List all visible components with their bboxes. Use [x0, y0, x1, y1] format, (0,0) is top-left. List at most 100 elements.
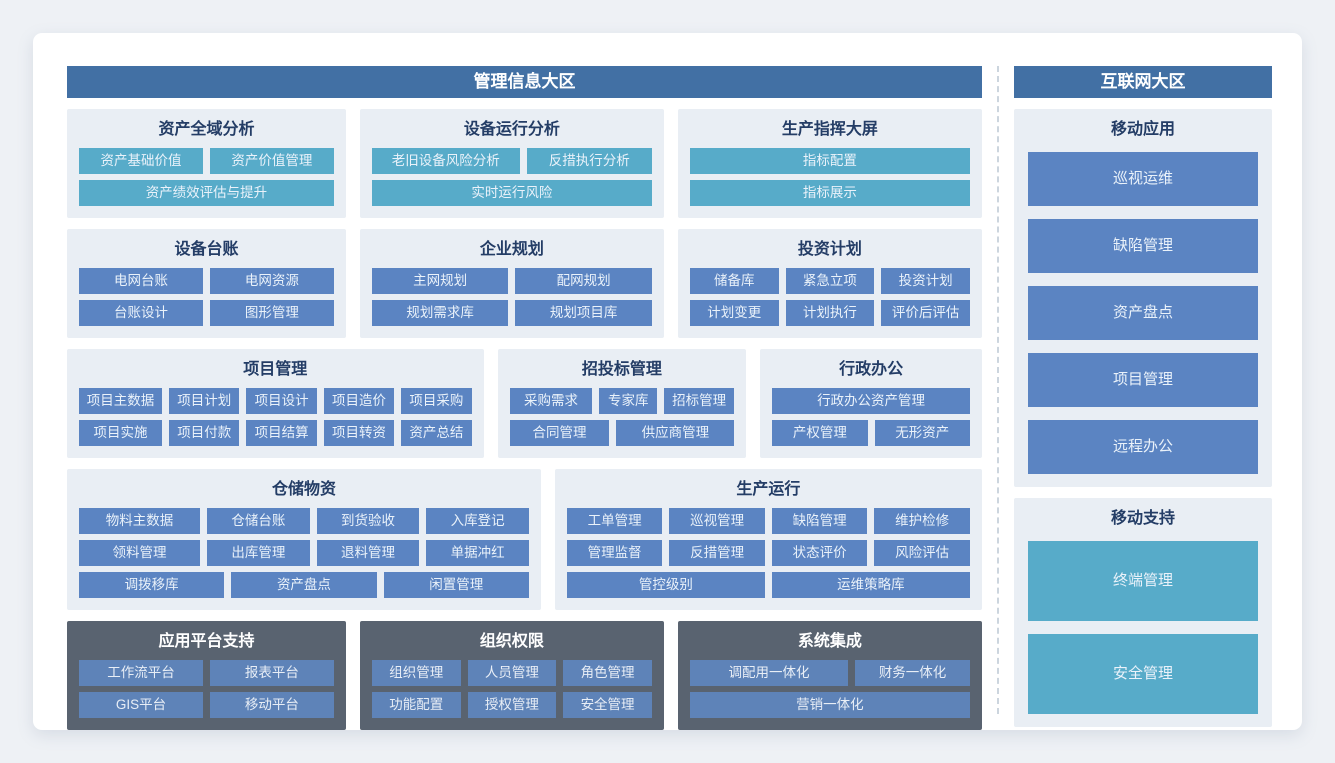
module-button[interactable]: 电网台账: [79, 268, 203, 294]
module-button[interactable]: 配网规划: [515, 268, 652, 294]
module-button[interactable]: 退料管理: [316, 540, 420, 566]
module-button[interactable]: 项目付款: [169, 420, 240, 446]
module-button[interactable]: 投资计划: [881, 268, 970, 294]
button-row: 管控级别 运维策略库: [566, 572, 970, 598]
module-button[interactable]: 维护检修: [874, 508, 970, 534]
module-button[interactable]: 资产盘点: [231, 572, 377, 598]
group-asset-global-analysis: 资产全域分析 资产基础价值 资产价值管理 资产绩效评估与提升: [67, 109, 346, 218]
button-row: 实时运行风险: [371, 180, 652, 206]
module-button[interactable]: 财务一体化: [855, 660, 970, 686]
module-button[interactable]: 移动平台: [209, 692, 334, 718]
module-button[interactable]: 项目采购: [401, 388, 472, 414]
module-button[interactable]: 产权管理: [772, 420, 868, 446]
module-button[interactable]: 工作流平台: [79, 660, 203, 686]
module-button[interactable]: 入库登记: [426, 508, 529, 534]
group-equipment-ledger: 设备台账 电网台账 电网资源 台账设计 图形管理: [67, 229, 346, 338]
module-button[interactable]: 规划项目库: [515, 300, 652, 326]
module-button[interactable]: 紧急立项: [785, 268, 875, 294]
module-button[interactable]: 状态评价: [771, 540, 868, 566]
module-button[interactable]: 主网规划: [371, 268, 509, 294]
left-row-4: 仓储物资 物料主数据 仓储台账 到货验收 入库登记 领料管理 出库管理 退料管理…: [67, 469, 982, 610]
module-button[interactable]: 项目结算: [246, 420, 317, 446]
module-button[interactable]: 出库管理: [207, 540, 310, 566]
module-button[interactable]: 安全管理: [1027, 634, 1258, 714]
zone-management-info: 管理信息大区 资产全域分析 资产基础价值 资产价值管理 资产绩效评估与提升 设备…: [67, 66, 982, 730]
module-button[interactable]: 营销一体化: [689, 692, 970, 718]
module-button[interactable]: 缺陷管理: [771, 508, 868, 534]
module-button[interactable]: 老旧设备风险分析: [371, 148, 520, 174]
module-button[interactable]: 资产绩效评估与提升: [79, 180, 334, 206]
module-button[interactable]: 供应商管理: [616, 420, 735, 446]
group-title: 招投标管理: [581, 361, 662, 378]
module-button[interactable]: 无形资产: [874, 420, 970, 446]
group-title: 设备台账: [174, 241, 239, 258]
module-button[interactable]: 远程办公: [1027, 420, 1258, 474]
module-button[interactable]: 单据冲红: [426, 540, 529, 566]
module-button[interactable]: 合同管理: [509, 420, 610, 446]
left-row-1: 资产全域分析 资产基础价值 资产价值管理 资产绩效评估与提升 设备运行分析 老旧…: [67, 109, 982, 218]
module-button[interactable]: 评价后评估: [881, 300, 970, 326]
module-button[interactable]: 闲置管理: [383, 572, 529, 598]
module-button[interactable]: 台账设计: [79, 300, 203, 326]
module-button[interactable]: 项目实施: [79, 420, 163, 446]
group-mobile-support: 移动支持 终端管理 安全管理: [1013, 498, 1272, 727]
module-button[interactable]: 电网资源: [209, 268, 334, 294]
module-button[interactable]: 终端管理: [1027, 541, 1258, 621]
group-investment-plan: 投资计划 储备库 紧急立项 投资计划 计划变更 计划执行 评价后评估: [677, 229, 982, 338]
module-button[interactable]: 物料主数据: [79, 508, 201, 534]
module-button[interactable]: 项目管理: [1027, 353, 1258, 407]
group-application-platform-support: 应用平台支持 工作流平台 报表平台 GIS平台 移动平台: [67, 621, 346, 730]
group-title: 应用平台支持: [158, 633, 255, 650]
module-button[interactable]: 领料管理: [79, 540, 201, 566]
module-button[interactable]: 资产价值管理: [209, 148, 334, 174]
module-button[interactable]: 储备库: [689, 268, 779, 294]
module-button[interactable]: 项目计划: [169, 388, 240, 414]
module-button[interactable]: 仓储台账: [207, 508, 310, 534]
module-button[interactable]: 报表平台: [209, 660, 334, 686]
module-button[interactable]: 角色管理: [563, 660, 652, 686]
module-button[interactable]: 反措执行分析: [526, 148, 652, 174]
module-button[interactable]: 缺陷管理: [1027, 219, 1258, 273]
module-button[interactable]: 到货验收: [316, 508, 420, 534]
module-button[interactable]: 管理监督: [566, 540, 663, 566]
module-button[interactable]: 项目设计: [246, 388, 317, 414]
module-button[interactable]: 组织管理: [371, 660, 461, 686]
module-button[interactable]: 管控级别: [566, 572, 765, 598]
module-button[interactable]: 计划变更: [689, 300, 779, 326]
button-row: 资产基础价值 资产价值管理: [79, 148, 334, 174]
module-button[interactable]: 运维策略库: [771, 572, 970, 598]
module-button[interactable]: 调配用一体化: [689, 660, 849, 686]
module-button[interactable]: 专家库: [599, 388, 658, 414]
module-button[interactable]: 实时运行风险: [371, 180, 652, 206]
module-button[interactable]: 规划需求库: [371, 300, 509, 326]
module-button[interactable]: 人员管理: [467, 660, 557, 686]
module-button[interactable]: 项目转资: [323, 420, 395, 446]
module-button[interactable]: 巡视管理: [669, 508, 765, 534]
module-button[interactable]: 授权管理: [467, 692, 557, 718]
group-title: 组织权限: [479, 633, 544, 650]
module-button[interactable]: 调拨移库: [79, 572, 225, 598]
module-button[interactable]: 工单管理: [566, 508, 663, 534]
module-button[interactable]: 资产基础价值: [79, 148, 203, 174]
module-button[interactable]: 指标配置: [689, 148, 970, 174]
button-row: 规划需求库 规划项目库: [371, 300, 652, 326]
module-button[interactable]: 指标展示: [689, 180, 970, 206]
module-button[interactable]: 安全管理: [563, 692, 652, 718]
module-button[interactable]: 招标管理: [664, 388, 735, 414]
module-button[interactable]: GIS平台: [79, 692, 203, 718]
module-button[interactable]: 行政办公资产管理: [772, 388, 970, 414]
button-row: 工单管理 巡视管理 缺陷管理 维护检修: [566, 508, 970, 534]
module-button[interactable]: 功能配置: [371, 692, 461, 718]
module-button[interactable]: 计划执行: [785, 300, 875, 326]
module-button[interactable]: 项目造价: [323, 388, 395, 414]
module-button[interactable]: 资产盘点: [1027, 286, 1258, 340]
module-button[interactable]: 图形管理: [209, 300, 334, 326]
module-button[interactable]: 资产总结: [401, 420, 472, 446]
module-button[interactable]: 风险评估: [874, 540, 970, 566]
module-button[interactable]: 巡视运维: [1027, 152, 1258, 206]
module-button[interactable]: 项目主数据: [79, 388, 163, 414]
zone-divider-dashed-line: [996, 66, 999, 714]
module-button[interactable]: 采购需求: [509, 388, 593, 414]
group-bidding-management: 招投标管理 采购需求 专家库 招标管理 合同管理 供应商管理: [497, 349, 747, 458]
module-button[interactable]: 反措管理: [669, 540, 765, 566]
